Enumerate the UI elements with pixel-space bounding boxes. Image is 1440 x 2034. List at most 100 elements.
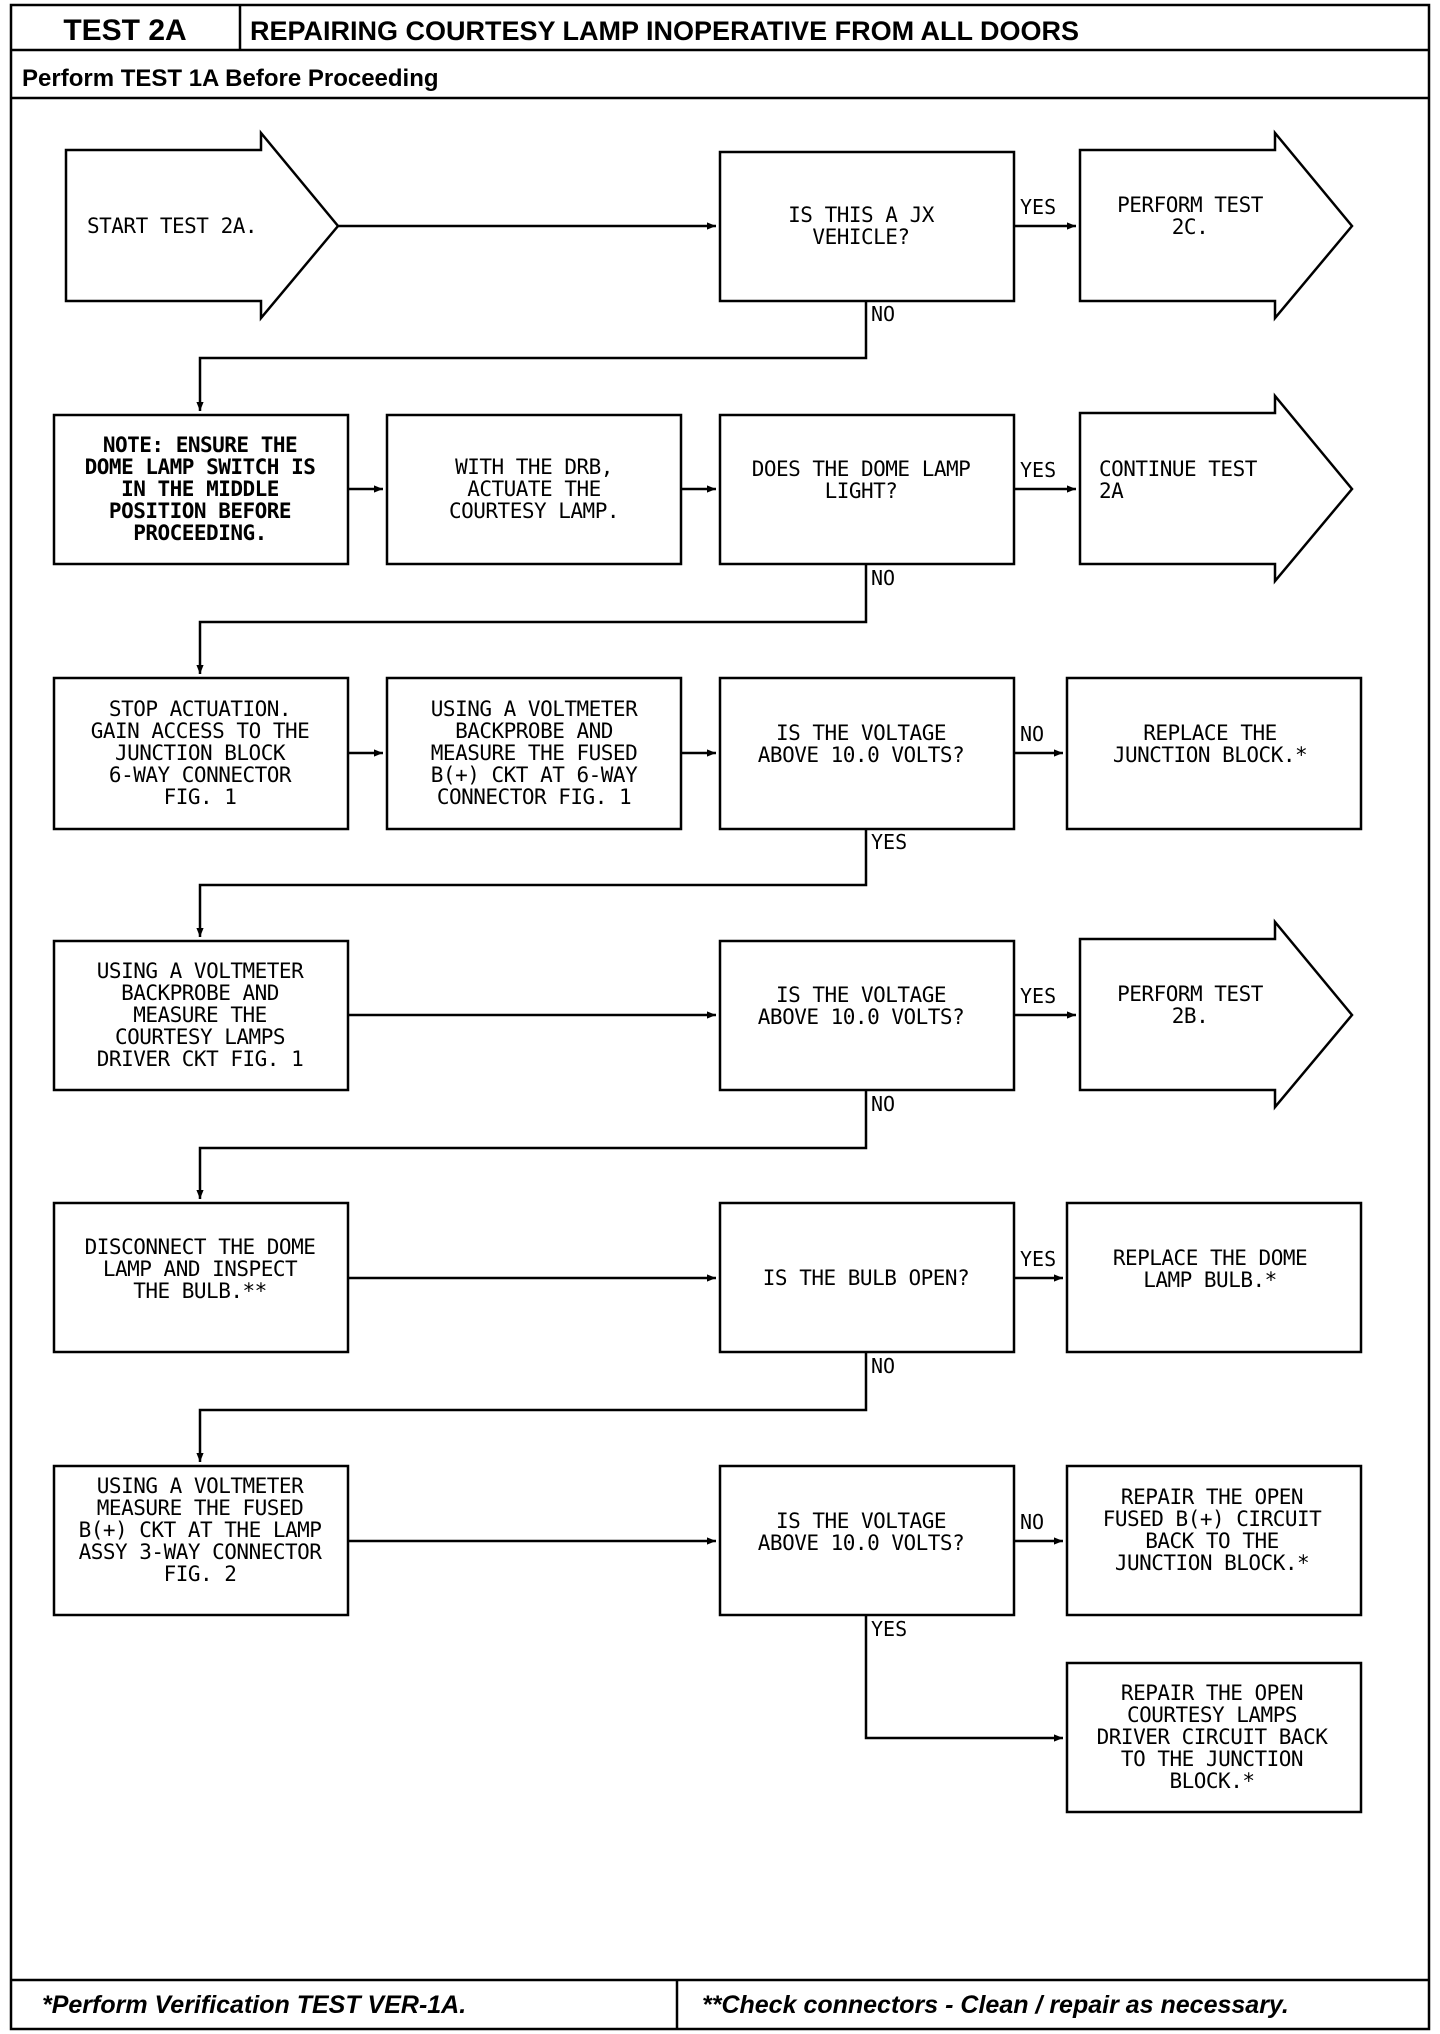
- node-text-line: MEASURE THE FUSED: [431, 741, 637, 765]
- node-text-line: USING A VOLTMETER: [97, 959, 304, 983]
- node-replace-bulb: [1065, 1201, 1363, 1354]
- node-text-line: DOME LAMP SWITCH IS: [85, 455, 316, 479]
- node-text-line: ACTUATE THE: [467, 477, 601, 501]
- node-text-line: FUSED B(+) CIRCUIT: [1103, 1507, 1322, 1531]
- node-text-line: IS THE BULB OPEN?: [763, 1266, 969, 1290]
- edge-q-voltage-3-yes: [864, 1615, 1063, 1742]
- node-text-line: BACKPROBE AND: [121, 981, 279, 1005]
- node-text-line: PERFORM TEST: [1117, 982, 1264, 1006]
- page-title: REPAIRING COURTESY LAMP INOPERATIVE FROM…: [250, 16, 1079, 46]
- node-q-voltage-1: [718, 676, 1016, 831]
- node-text-line: B(+) CKT AT THE LAMP: [79, 1518, 322, 1542]
- node-text-line: PERFORM TEST: [1117, 193, 1264, 217]
- node-text-line: COURTESY LAMPS: [1127, 1703, 1297, 1727]
- node-start: [64, 129, 340, 322]
- node-text-line: LAMP AND INSPECT: [103, 1257, 298, 1281]
- node-text-line: BLOCK.*: [1169, 1769, 1254, 1793]
- node-text-line: JUNCTION BLOCK.*: [1113, 743, 1307, 767]
- node-text-line: TO THE JUNCTION: [1121, 1747, 1303, 1771]
- node-text-line: IS THE VOLTAGE: [776, 983, 946, 1007]
- node-text-line: DRIVER CIRCUIT BACK: [1097, 1725, 1329, 1749]
- edge-q-voltage-1-yes: [196, 829, 868, 937]
- node-text-line: DISCONNECT THE DOME: [85, 1235, 316, 1259]
- node-repair-driver: [1065, 1661, 1363, 1814]
- node-text-line: WITH THE DRB,: [455, 455, 613, 479]
- node-text-line: ABOVE 10.0 VOLTS?: [758, 743, 964, 767]
- node-text-line: PROCEEDING.: [133, 521, 267, 545]
- outer-frame: [9, 3, 1431, 2031]
- node-measure-driver: [52, 939, 350, 1092]
- node-text-line: BACKPROBE AND: [455, 719, 613, 743]
- node-disconnect-dome: [52, 1201, 350, 1354]
- node-text-line: POSITION BEFORE: [109, 499, 291, 523]
- node-text-line: THE BULB.**: [133, 1279, 267, 1303]
- footer-verification-note: *Perform Verification TEST VER-1A.: [42, 1991, 466, 2019]
- node-text-line: STOP ACTUATION.: [109, 697, 291, 721]
- node-text-line: COURTESY LAMPS: [115, 1025, 285, 1049]
- node-text-line: CONNECTOR FIG. 1: [437, 785, 631, 809]
- node-text-line: B(+) CKT AT 6-WAY: [431, 763, 638, 787]
- node-text-line: IS THE VOLTAGE: [776, 1509, 946, 1533]
- node-text-line: FIG. 1: [164, 785, 237, 809]
- node-text-line: JUNCTION BLOCK.*: [1115, 1551, 1309, 1575]
- footer-connector-note: **Check connectors - Clean / repair as n…: [702, 1991, 1289, 2019]
- edge-q-dome-no: [196, 564, 868, 674]
- node-text-line: JUNCTION BLOCK: [115, 741, 286, 765]
- node-text-line: MEASURE THE: [133, 1003, 267, 1027]
- label-no: NO: [871, 302, 895, 326]
- edge-q-voltage-2-no: [196, 1090, 868, 1199]
- label-no: NO: [871, 566, 895, 590]
- node-stop-actuation: [52, 676, 350, 831]
- node-text-line: FIG. 2: [164, 1562, 237, 1586]
- edge-q-jx-no: [196, 301, 868, 411]
- node-text-line: VEHICLE?: [812, 225, 909, 249]
- edge-q-bulb-no: [196, 1352, 868, 1462]
- node-text-line: GAIN ACCESS TO THE: [91, 719, 310, 743]
- node-text-line: REPAIR THE OPEN: [1121, 1681, 1303, 1705]
- node-q-voltage-3: [718, 1464, 1016, 1617]
- label-yes: YES: [1020, 458, 1056, 482]
- node-text-line: REPLACE THE: [1143, 721, 1277, 745]
- node-text-line: DOES THE DOME LAMP: [752, 457, 971, 481]
- node-text-line: IS THE VOLTAGE: [776, 721, 946, 745]
- node-text-line: MEASURE THE FUSED: [97, 1496, 303, 1520]
- node-actuate: [385, 413, 683, 566]
- node-start-text: START TEST 2A.: [87, 214, 257, 238]
- node-text-line: 2C.: [1172, 215, 1208, 239]
- node-text-line: START TEST 2A.: [87, 214, 257, 238]
- label-yes: YES: [871, 830, 907, 854]
- node-text-line: ABOVE 10.0 VOLTS?: [758, 1531, 964, 1555]
- node-text-line: IS THIS A JX: [788, 203, 935, 227]
- node-measure-lamp: [52, 1464, 350, 1617]
- node-text-line: ASSY 3-WAY CONNECTOR: [79, 1540, 323, 1564]
- node-text-line: USING A VOLTMETER: [431, 697, 638, 721]
- node-repair-fused: [1065, 1464, 1363, 1617]
- node-text-line: IN THE MIDDLE: [121, 477, 279, 501]
- node-text-line: BACK TO THE: [1145, 1529, 1279, 1553]
- node-text-line: LIGHT?: [825, 479, 898, 503]
- node-measure-fused: [385, 676, 683, 831]
- node-text-line: CONTINUE TEST: [1099, 457, 1258, 481]
- node-q-voltage-2: [718, 939, 1016, 1092]
- node-text-line: REPAIR THE OPEN: [1121, 1485, 1303, 1509]
- label-yes: YES: [1020, 1247, 1056, 1271]
- node-perform-2c: [1078, 129, 1354, 322]
- node-perform-2b: [1078, 918, 1354, 1111]
- label-no: NO: [871, 1092, 895, 1116]
